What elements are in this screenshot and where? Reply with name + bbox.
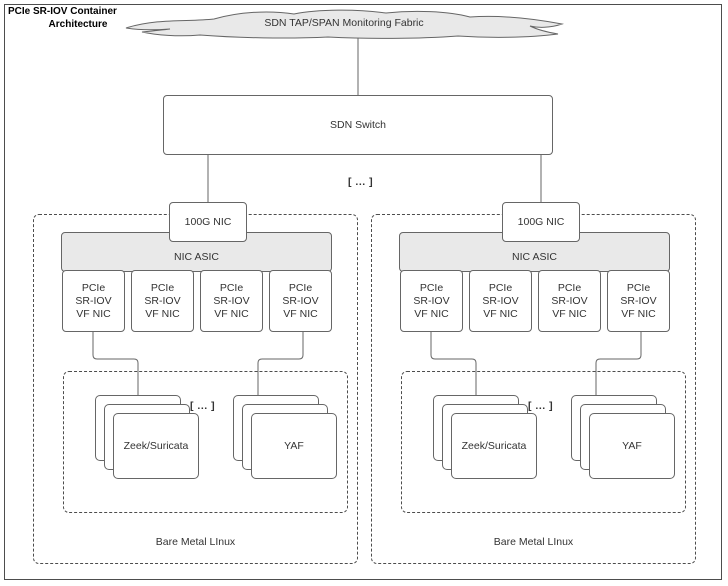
- sdn-switch-label: SDN Switch: [329, 118, 386, 131]
- container-runtime-left: [63, 371, 348, 513]
- container-label: Zeek/Suricata: [123, 440, 189, 452]
- vf-nic-right-4[interactable]: PCIe SR-IOV VF NIC: [607, 270, 670, 332]
- vf-nic-right-2-line3: VF NIC: [483, 307, 518, 320]
- container-runtime-right: [401, 371, 686, 513]
- vf-nic-right-1-line1: PCIe: [419, 281, 444, 294]
- vf-nic-left-2-line2: SR-IOV: [144, 294, 181, 307]
- vf-nic-left-3-line3: VF NIC: [214, 307, 249, 320]
- vf-nic-right-1[interactable]: PCIe SR-IOV VF NIC: [400, 270, 463, 332]
- vf-nic-left-3-line1: PCIe: [219, 281, 244, 294]
- container-card-top[interactable]: Zeek/Suricata: [451, 413, 537, 479]
- ellipsis-containers-right: [ ... ]: [528, 400, 554, 412]
- nic-100g-left-label: 100G NIC: [184, 215, 232, 228]
- page-title-line2: Architecture: [48, 19, 108, 30]
- vf-nic-right-4-line2: SR-IOV: [620, 294, 657, 307]
- cloud-icon: [125, 9, 564, 39]
- container-card-top[interactable]: Zeek/Suricata: [113, 413, 199, 479]
- vf-nic-right-3[interactable]: PCIe SR-IOV VF NIC: [538, 270, 601, 332]
- host-label-left: Bare Metal LInux: [155, 536, 236, 548]
- vf-nic-right-3-line1: PCIe: [557, 281, 582, 294]
- page-title-line1: PCIe SR-IOV Container: [8, 6, 117, 17]
- vf-nic-right-1-line2: SR-IOV: [413, 294, 450, 307]
- container-stack-right-zeek[interactable]: Zeek/Suricata: [433, 395, 537, 479]
- nic-100g-left[interactable]: 100G NIC: [169, 202, 247, 242]
- vf-nic-left-4[interactable]: PCIe SR-IOV VF NIC: [269, 270, 332, 332]
- vf-nic-right-3-line2: SR-IOV: [551, 294, 588, 307]
- nic-100g-right-label: 100G NIC: [517, 215, 565, 228]
- ellipsis-switch-level: [ ... ]: [348, 176, 374, 188]
- vf-nic-left-4-line2: SR-IOV: [282, 294, 319, 307]
- vf-nic-right-3-line3: VF NIC: [552, 307, 587, 320]
- vf-nic-left-1-line3: VF NIC: [76, 307, 111, 320]
- vf-nic-left-2[interactable]: PCIe SR-IOV VF NIC: [131, 270, 194, 332]
- vf-nic-left-2-line3: VF NIC: [145, 307, 180, 320]
- vf-nic-right-4-line3: VF NIC: [621, 307, 656, 320]
- vf-nic-right-1-line3: VF NIC: [414, 307, 449, 320]
- container-card-top[interactable]: YAF: [251, 413, 337, 479]
- vf-nic-left-4-line1: PCIe: [288, 281, 313, 294]
- vf-nic-right-2-line1: PCIe: [488, 281, 513, 294]
- ellipsis-containers-left: [ ... ]: [190, 400, 216, 412]
- vf-nic-left-3[interactable]: PCIe SR-IOV VF NIC: [200, 270, 263, 332]
- vf-nic-left-1-line1: PCIe: [81, 281, 106, 294]
- container-stack-right-yaf[interactable]: YAF: [571, 395, 675, 479]
- nic-asic-right-label: NIC ASIC: [512, 251, 557, 263]
- page-title: PCIe SR-IOV Container Architecture: [8, 5, 148, 31]
- vf-nic-right-2[interactable]: PCIe SR-IOV VF NIC: [469, 270, 532, 332]
- vf-nic-left-2-line1: PCIe: [150, 281, 175, 294]
- vf-nic-left-1-line2: SR-IOV: [75, 294, 112, 307]
- vf-nic-right-4-line1: PCIe: [626, 281, 651, 294]
- container-label: YAF: [622, 440, 642, 452]
- nic-100g-right[interactable]: 100G NIC: [502, 202, 580, 242]
- sdn-monitoring-fabric[interactable]: SDN TAP/SPAN Monitoring Fabric: [118, 8, 570, 40]
- container-stack-left-zeek[interactable]: Zeek/Suricata: [95, 395, 199, 479]
- nic-asic-left-label: NIC ASIC: [174, 251, 219, 263]
- sdn-switch-box[interactable]: SDN Switch: [163, 95, 553, 155]
- host-label-right: Bare Metal LInux: [493, 536, 574, 548]
- vf-nic-left-1[interactable]: PCIe SR-IOV VF NIC: [62, 270, 125, 332]
- container-card-top[interactable]: YAF: [589, 413, 675, 479]
- nic-asic-left[interactable]: NIC ASIC: [61, 232, 332, 272]
- container-label: Zeek/Suricata: [461, 440, 527, 452]
- vf-nic-right-2-line2: SR-IOV: [482, 294, 519, 307]
- vf-nic-left-3-line2: SR-IOV: [213, 294, 250, 307]
- diagram-outer-frame: [4, 4, 722, 580]
- vf-nic-left-4-line3: VF NIC: [283, 307, 318, 320]
- container-stack-left-yaf[interactable]: YAF: [233, 395, 337, 479]
- sdn-fabric-label: SDN TAP/SPAN Monitoring Fabric: [264, 17, 424, 29]
- container-label: YAF: [284, 440, 304, 452]
